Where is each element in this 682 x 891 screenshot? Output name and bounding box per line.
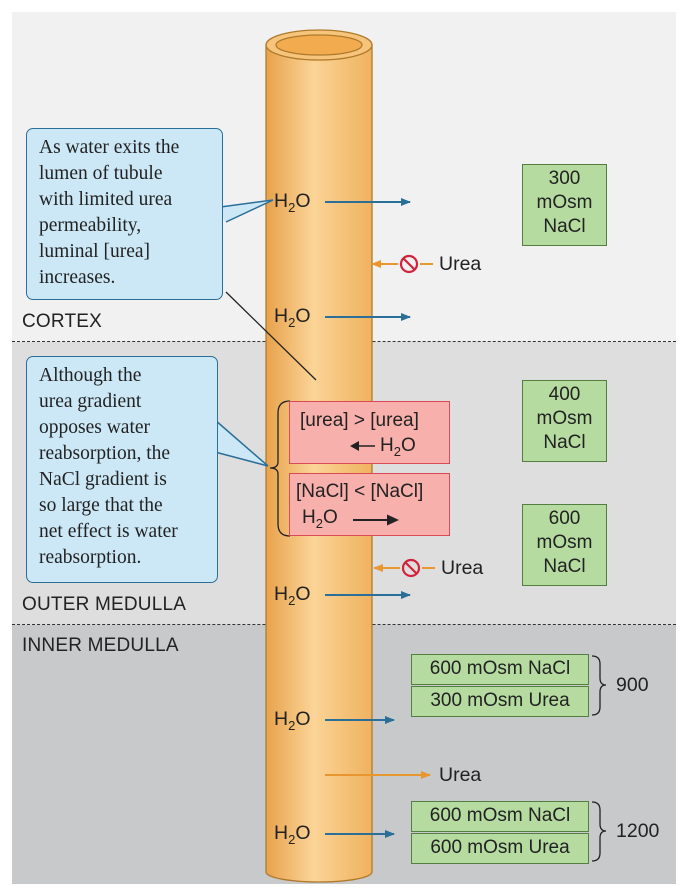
brace-900: [591, 655, 607, 716]
water-label: H2O: [274, 822, 311, 847]
total-1200: 1200: [616, 820, 660, 842]
cortex-label: CORTEX: [22, 311, 103, 332]
osmolality-box-400: 400 mOsm NaCl: [522, 380, 607, 462]
water-label: H2O: [274, 708, 311, 733]
nacl-operator: <: [354, 481, 366, 502]
gradient-bracket: [269, 400, 291, 537]
total-900: 900: [616, 674, 649, 696]
inner-box-nacl-600: 600 mOsm NaCl: [411, 654, 589, 685]
osmolality-box-300: 300 mOsm NaCl: [522, 164, 607, 246]
callout-water-exit: As water exits the lumen of tubule with …: [26, 128, 223, 300]
water-label: H2O: [274, 190, 311, 215]
blocked-icon: [401, 558, 421, 578]
brace-1200: [591, 801, 607, 862]
inner-box-urea-600: 600 mOsm Urea: [411, 833, 589, 864]
callout-pointer-top: [212, 199, 274, 223]
water-molecule-label: H2O: [302, 507, 338, 531]
water-label: H2O: [274, 305, 311, 330]
inner-medulla-label: INNER MEDULLA: [22, 635, 179, 656]
nacl-interstitium-label: [NaCl]: [370, 481, 424, 502]
blocked-icon: [399, 254, 419, 274]
urea-label: Urea: [439, 764, 482, 786]
left-arrow-icon: [350, 441, 375, 451]
urea-operator: >: [353, 410, 365, 431]
right-arrow-icon: [353, 514, 399, 526]
inner-box-nacl-600-deep: 600 mOsm NaCl: [411, 801, 589, 832]
urea-interstitium-label: [urea]: [370, 410, 419, 431]
callout-urea-gradient: Although the urea gradient opposes water…: [26, 356, 218, 583]
urea-label: Urea: [441, 557, 484, 579]
inner-box-urea-300: 300 mOsm Urea: [411, 686, 589, 717]
nacl-gradient-box: [NaCl] < [NaCl] H2O: [289, 473, 450, 536]
nacl-lumen-label: [NaCl]: [296, 481, 349, 502]
urea-gradient-box: [urea] > [urea] H2O: [289, 401, 450, 464]
outer-medulla-label: OUTER MEDULLA: [22, 594, 187, 615]
water-molecule-label: H2O: [380, 435, 416, 459]
water-label: H2O: [274, 583, 311, 608]
urea-lumen-label: [urea]: [300, 410, 349, 431]
callout-pointer-middle: [214, 419, 269, 467]
osmolality-box-600: 600 mOsm NaCl: [522, 504, 607, 586]
urea-label: Urea: [439, 253, 482, 275]
